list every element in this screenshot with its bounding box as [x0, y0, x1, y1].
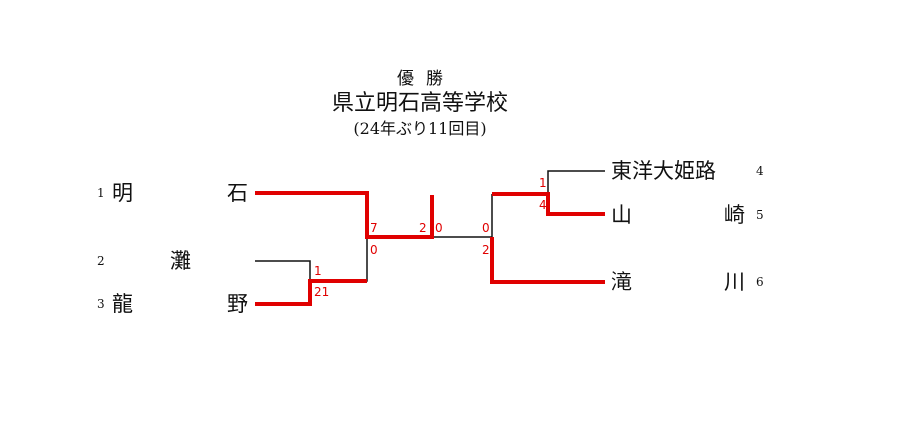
line-yamasaki-path: [492, 192, 605, 216]
score-tatsuno-semi: 0: [370, 243, 378, 257]
line-higashi: [547, 170, 605, 194]
line-nada: [255, 260, 311, 281]
team-takigawa-first: 滝: [611, 270, 632, 294]
score-tatsuno-r1: 21: [314, 285, 330, 299]
team-tatsuno-first: 龍: [112, 292, 133, 316]
team-nada: 灘: [170, 249, 191, 273]
score-higashi-semi: 0: [482, 221, 490, 235]
score-higashi-r1: 1: [539, 176, 547, 190]
team-yamasaki-first: 山: [611, 203, 632, 227]
seed-4: 4: [756, 164, 764, 178]
score-nada: 1: [314, 264, 322, 278]
seed-5: 5: [756, 208, 764, 222]
team-yamasaki-last: 崎: [724, 203, 745, 227]
score-yamasaki-r1: 4: [539, 198, 547, 212]
bracket-winner-lines: [255, 191, 605, 306]
team-akashi-first: 明: [112, 181, 133, 205]
score-takigawa-final: 0: [435, 221, 443, 235]
appearance-note: (24年ぶり11回目): [353, 119, 487, 138]
champion-name: 県立明石高等学校: [331, 91, 508, 116]
score-akashi-semi: 7: [370, 221, 378, 235]
team-tatsuno-last: 野: [227, 292, 248, 316]
title-block: 優勝 県立明石高等学校 (24年ぶり11回目): [250, 68, 590, 140]
line-akashi-path: [255, 191, 434, 239]
team-takigawa-last: 川: [724, 270, 745, 294]
team-akashi-last: 石: [227, 181, 248, 205]
seed-2: 2: [97, 254, 105, 268]
championship-label: 優勝: [397, 69, 455, 89]
team-higashi: 東洋大姫路: [611, 159, 716, 183]
line-takigawa-path: [490, 237, 605, 284]
score-akashi-final: 2: [419, 221, 427, 235]
line-tatsuno-path: [255, 279, 367, 306]
seed-1: 1: [97, 186, 105, 200]
seed-6: 6: [756, 275, 764, 289]
score-takigawa-semi: 2: [482, 243, 490, 257]
seed-3: 3: [97, 297, 105, 311]
